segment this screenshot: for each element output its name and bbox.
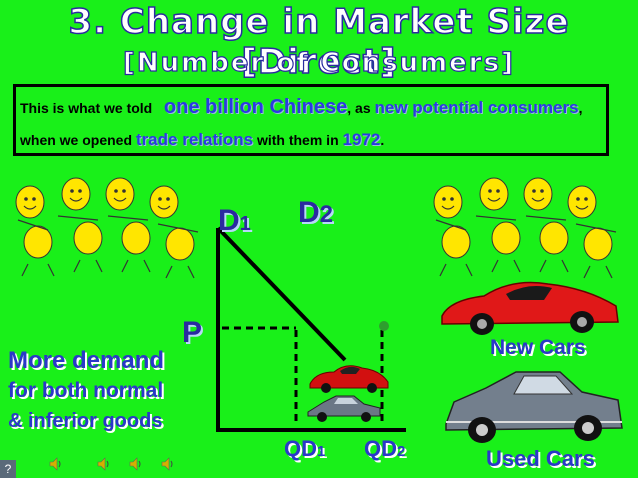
qd2-label: QD2 — [364, 436, 405, 462]
red-sports-car-icon — [441, 281, 619, 335]
vintage-car-icon — [445, 371, 623, 443]
qd1-label: QD1 — [284, 436, 325, 462]
slide-subtitle: [Number of Consumers] — [122, 47, 515, 78]
qd1-sub: 1 — [317, 443, 326, 460]
speaker-icon[interactable] — [96, 456, 112, 472]
used-cars-label: Used Cars — [486, 446, 595, 471]
more-line-1: More demand — [8, 347, 165, 374]
info-highlight: one billion Chinese — [163, 96, 348, 118]
qd1-main: QD — [284, 436, 317, 461]
equilibrium-point — [379, 321, 389, 331]
info-highlight: 1972 — [342, 130, 381, 149]
demand-curve-d1 — [216, 226, 347, 362]
p-label: P — [182, 316, 203, 349]
speaker-icon[interactable] — [48, 456, 64, 472]
red-sports-car-icon — [309, 365, 389, 393]
info-box — [13, 84, 609, 156]
speaker-icon[interactable] — [128, 456, 144, 472]
more-line-3: & inferior goods — [8, 410, 163, 432]
d1-main: D — [218, 204, 240, 237]
info-text: This is what we told one billion Chinese… — [20, 92, 606, 156]
speaker-icon[interactable] — [160, 456, 176, 472]
help-badge[interactable]: ? — [0, 460, 16, 478]
new-cars-label: New Cars — [490, 336, 586, 359]
d1-label: D1 — [218, 204, 251, 238]
more-line-2: for both normal — [8, 379, 164, 402]
d1-sub: 1 — [239, 213, 251, 235]
smiley-group-icon — [15, 177, 199, 279]
info-text-part: with them in — [256, 132, 339, 148]
info-text-part: . — [380, 132, 385, 148]
info-highlight: trade relations — [135, 130, 254, 149]
info-text-part: , as — [347, 100, 371, 116]
smiley-group-icon — [433, 177, 617, 279]
more-demand-text: More demand for both normal & inferior g… — [8, 346, 164, 436]
vintage-car-icon — [307, 395, 381, 422]
qd2-sub: 2 — [397, 443, 406, 460]
d2-main: D — [298, 196, 320, 229]
info-text-part: , when we opened — [20, 100, 583, 148]
slide-title: 3. Change in Market Size [Direct] — [68, 1, 570, 83]
info-highlight: new potential consumers — [374, 98, 579, 117]
d2-label: D2 — [298, 196, 333, 230]
qd2-main: QD — [364, 436, 397, 461]
d2-sub: 2 — [319, 201, 334, 228]
info-text-part: This is what we told — [20, 100, 153, 116]
